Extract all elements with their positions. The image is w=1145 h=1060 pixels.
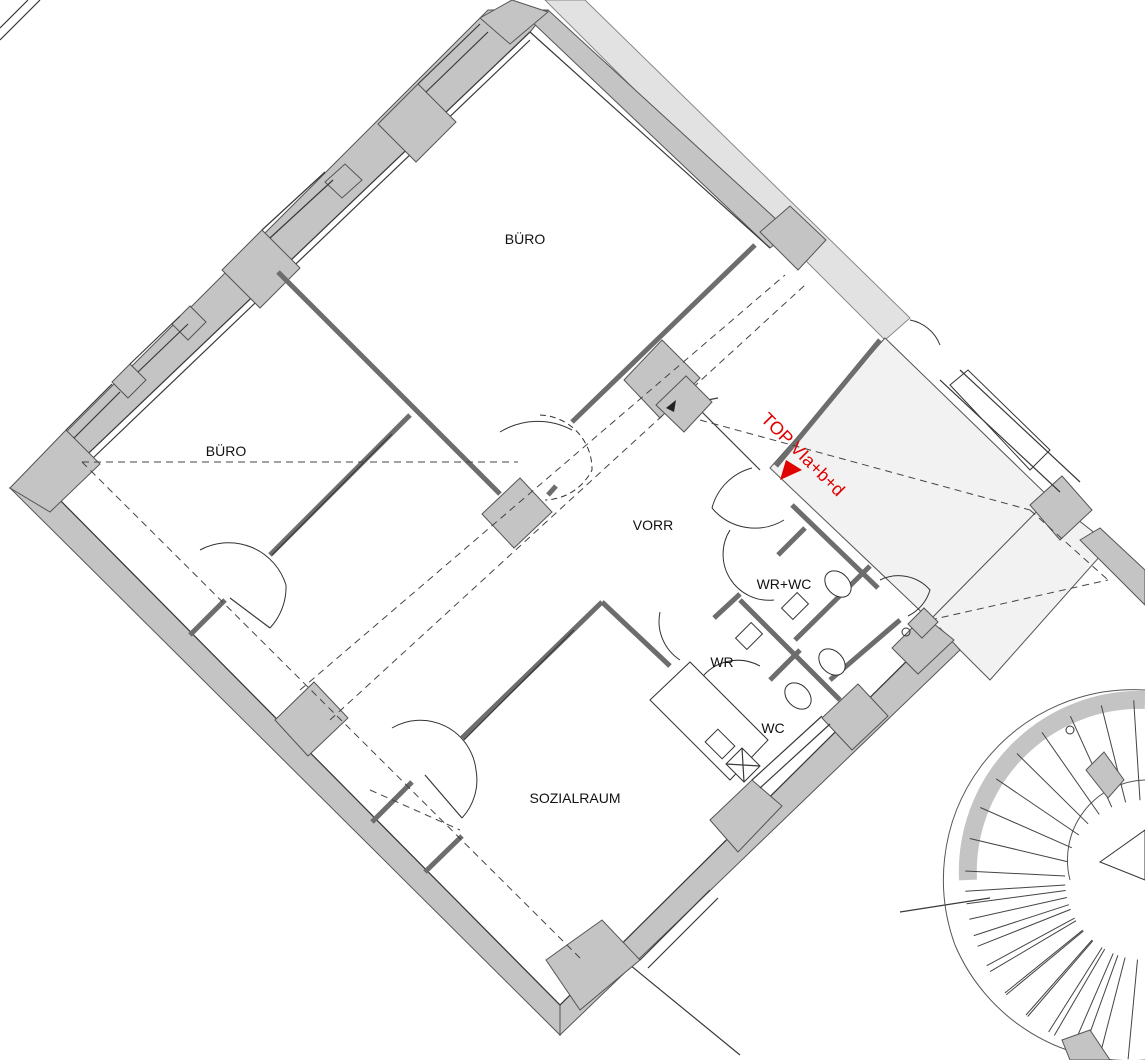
stair-step: [1027, 940, 1094, 1017]
stair-step: [1016, 753, 1089, 825]
sanitary-fixtures: [734, 570, 852, 710]
stair-step: [989, 920, 1077, 973]
facade-band: [544, 0, 911, 341]
outer-walls: [8, 9, 961, 1037]
stair-step: [1099, 957, 1126, 1055]
stair-step: [1048, 947, 1103, 1033]
doors: [199, 319, 941, 819]
stair-step: [965, 884, 1066, 892]
room-label-sozialraum: SOZIALRAUM: [529, 790, 620, 806]
stair-step: [966, 890, 1066, 905]
partitions: [271, 397, 761, 741]
wall-piers: [9, 0, 1145, 1011]
stair-step: [995, 778, 1080, 836]
stair-step: [1053, 948, 1106, 1036]
outline-lines: [49, 31, 941, 1006]
windows: [65, 23, 831, 969]
stair-step: [965, 870, 1066, 877]
stair-step: [1100, 705, 1127, 803]
stair-step: [969, 897, 1068, 920]
kitchen-counter: [649, 661, 769, 783]
stair-step: [1041, 732, 1100, 815]
spiral-staircase: [942, 689, 1145, 1060]
stair-step: [1005, 930, 1084, 996]
stair-step: [973, 904, 1070, 937]
shaft: [655, 375, 939, 639]
room-label-buero-top: BÜRO: [505, 230, 546, 247]
room-label-wr: WR: [710, 654, 733, 670]
entrance-details: [939, 369, 1081, 493]
room-label-vorr: VORR: [633, 517, 673, 533]
stair-step: [969, 838, 1068, 863]
stair-step: [1127, 959, 1138, 1060]
room-label-buero-left: BÜRO: [206, 442, 247, 459]
dashed-lines: [81, 274, 1109, 959]
room-label-wc: WC: [761, 720, 784, 736]
room-label-wr-wc: WR+WC: [757, 576, 812, 592]
stair-step: [1133, 700, 1141, 801]
stair-landing: [929, 497, 1111, 681]
stair-step: [980, 807, 1073, 849]
unit-marker-arrow-icon: [780, 460, 802, 480]
stair-step: [977, 908, 1071, 947]
stair-step: [1004, 929, 1084, 994]
stair-step: [1025, 939, 1093, 1016]
stair-step: [1073, 953, 1114, 1046]
stair-step: [986, 917, 1075, 967]
